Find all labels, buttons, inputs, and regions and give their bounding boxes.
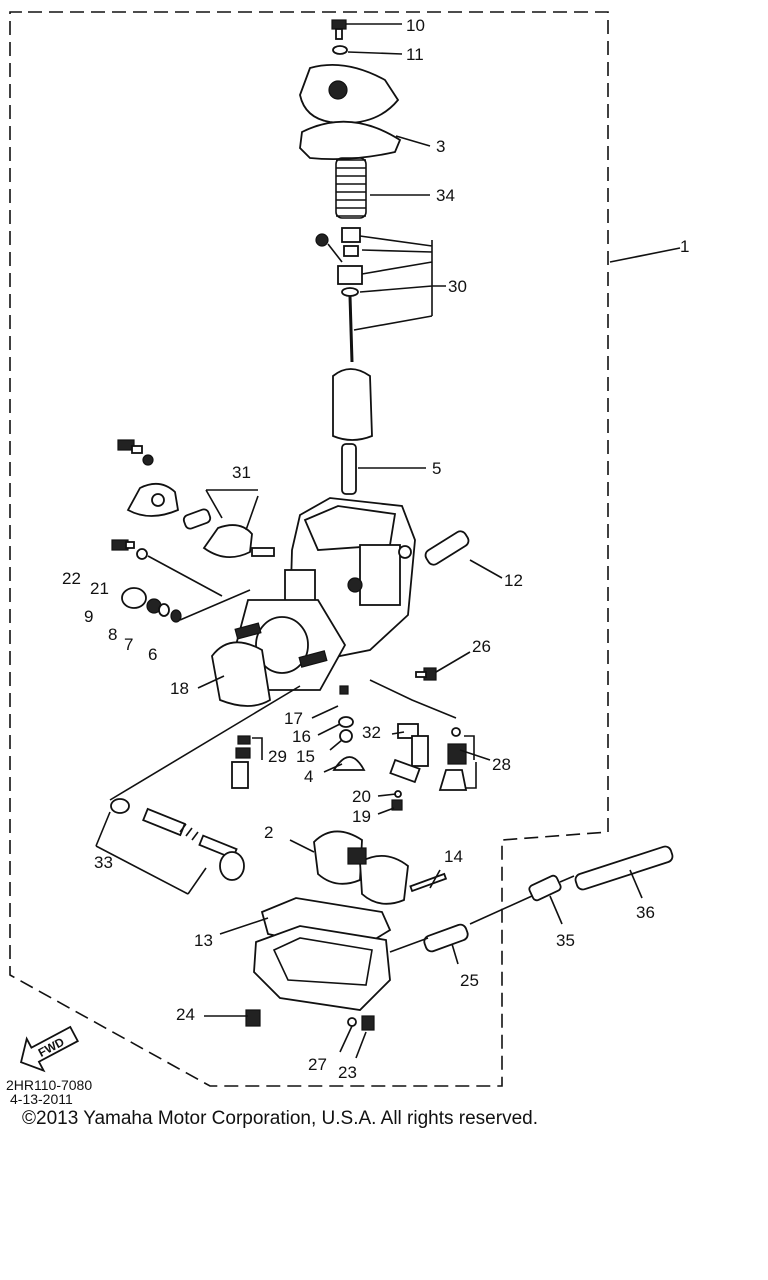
callout-28: 28 bbox=[492, 755, 511, 774]
callout-14: 14 bbox=[444, 847, 463, 866]
callout-33: 33 bbox=[94, 853, 113, 872]
drawing-code: 2HR110-7080 bbox=[6, 1077, 93, 1093]
left-hardware bbox=[111, 539, 182, 623]
callout-32: 32 bbox=[362, 723, 381, 742]
callout-2: 2 bbox=[264, 823, 273, 842]
throttle-valve bbox=[332, 368, 373, 441]
hose-fitting bbox=[528, 874, 562, 902]
callout-1: 1 bbox=[680, 237, 689, 256]
callout-18: 18 bbox=[170, 679, 189, 698]
callout-36: 36 bbox=[636, 903, 655, 922]
callout-31: 31 bbox=[232, 463, 251, 482]
starter-plunger bbox=[438, 727, 468, 791]
callout-7: 7 bbox=[124, 635, 133, 654]
drawing-date: 4-13-2011 bbox=[10, 1091, 73, 1107]
callout-8: 8 bbox=[108, 625, 117, 644]
callout-34: 34 bbox=[436, 186, 455, 205]
drain-screw bbox=[415, 667, 437, 681]
flange-studs bbox=[234, 622, 328, 668]
callout-17: 17 bbox=[284, 709, 303, 728]
callout-24: 24 bbox=[176, 1005, 195, 1024]
leader-lines bbox=[95, 23, 681, 1059]
jet-needle-set bbox=[315, 227, 363, 363]
callout-3: 3 bbox=[436, 137, 445, 156]
fwd-arrow-icon: FWD bbox=[19, 1025, 79, 1073]
throttle-stop-screw bbox=[110, 798, 245, 881]
callout-16: 16 bbox=[292, 727, 311, 746]
float-pin bbox=[409, 872, 448, 893]
throttle-spring bbox=[336, 159, 366, 217]
callout-26: 26 bbox=[472, 637, 491, 656]
callout-10: 10 bbox=[406, 16, 425, 35]
accel-pump-cover bbox=[117, 439, 275, 558]
callout-5: 5 bbox=[432, 459, 441, 478]
callout-numbers: 10 11 3 34 30 1 5 31 12 22 21 9 8 7 6 26… bbox=[62, 16, 689, 1082]
callout-35: 35 bbox=[556, 931, 575, 950]
callout-30: 30 bbox=[448, 277, 467, 296]
callout-25: 25 bbox=[460, 971, 479, 990]
cap-washer bbox=[332, 45, 348, 55]
assembly-boundary bbox=[9, 11, 609, 1087]
cap-screw bbox=[331, 19, 347, 40]
jet-assembly bbox=[332, 685, 429, 811]
callout-6: 6 bbox=[148, 645, 157, 664]
callout-13: 13 bbox=[194, 931, 213, 950]
callout-23: 23 bbox=[338, 1063, 357, 1082]
fuel-hose bbox=[574, 845, 674, 891]
callout-15: 15 bbox=[296, 747, 315, 766]
pilot-screw bbox=[231, 735, 251, 789]
callout-19: 19 bbox=[352, 807, 371, 826]
copyright-notice: ©2013 Yamaha Motor Corporation, U.S.A. A… bbox=[22, 1108, 538, 1129]
float bbox=[313, 830, 409, 905]
callout-4: 4 bbox=[304, 767, 313, 786]
carburetor-exploded-diagram: 10 11 3 34 30 1 5 31 12 22 21 9 8 7 6 26… bbox=[9, 11, 689, 1087]
vent-hose bbox=[424, 530, 470, 566]
cap-gasket bbox=[299, 120, 402, 161]
carburetor-cap bbox=[299, 63, 400, 124]
callout-11: 11 bbox=[406, 45, 424, 64]
needle-jet bbox=[341, 443, 357, 495]
drain-plug bbox=[245, 1009, 261, 1027]
callout-29: 29 bbox=[268, 747, 287, 766]
callout-21: 21 bbox=[90, 579, 109, 598]
drain-bolt bbox=[361, 1015, 375, 1031]
callout-27: 27 bbox=[308, 1055, 327, 1074]
callout-22: 22 bbox=[62, 569, 81, 588]
air-filter-element bbox=[211, 641, 271, 707]
overflow-hose bbox=[423, 923, 469, 953]
callout-9: 9 bbox=[84, 607, 93, 626]
callout-20: 20 bbox=[352, 787, 371, 806]
callout-12: 12 bbox=[504, 571, 523, 590]
